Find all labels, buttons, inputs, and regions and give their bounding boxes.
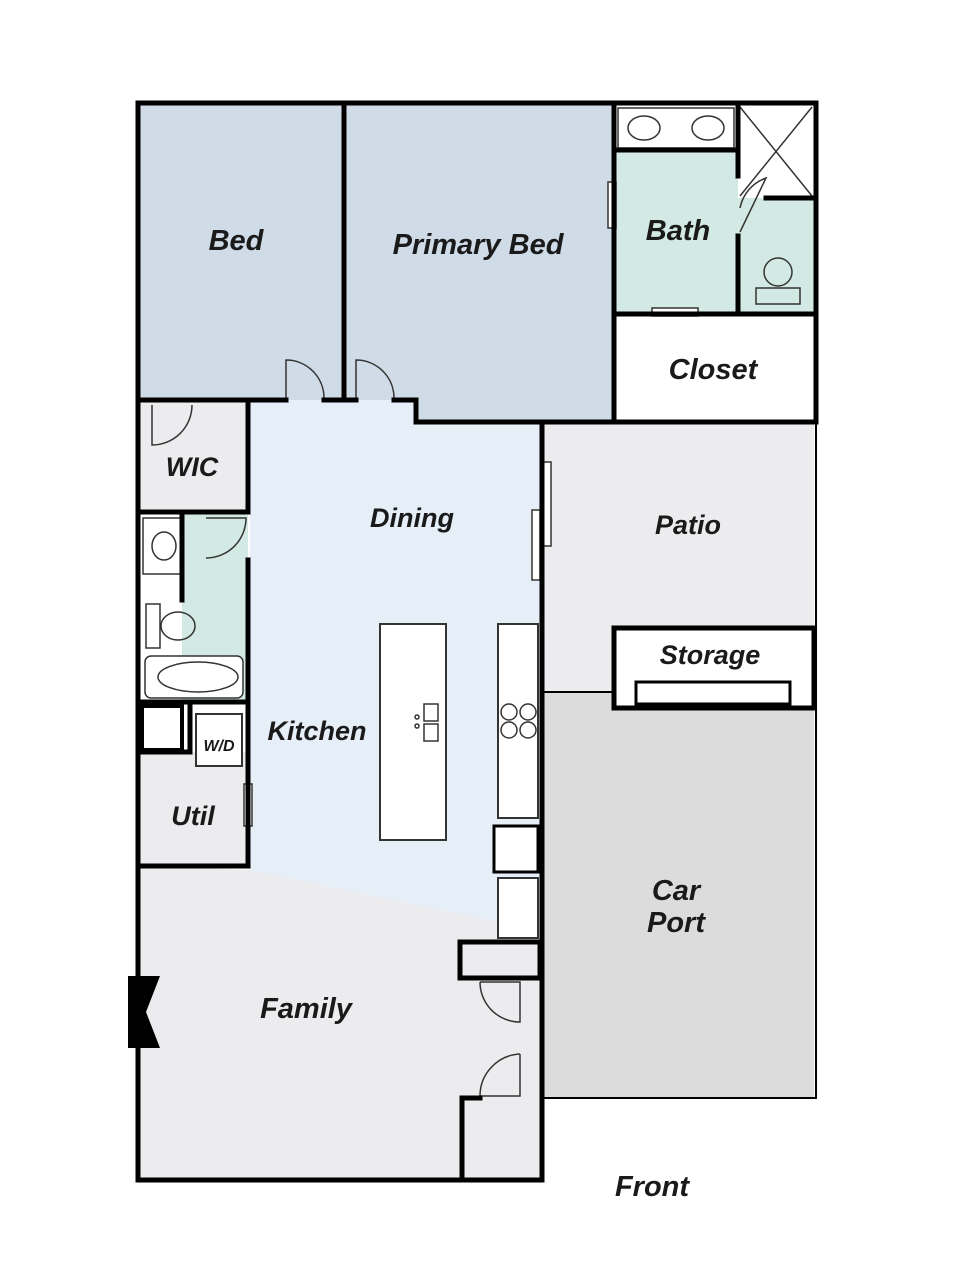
front-label: Front [615,1171,690,1203]
toilet-room-fill [738,198,814,312]
room-label-wic: WIC [166,452,219,482]
room-label-family: Family [260,993,354,1025]
island-sink-icon [423,703,439,722]
sink-icon [151,531,177,561]
shower-icon [739,106,813,197]
pantry [497,877,539,939]
room-label-closet: Closet [669,354,759,386]
room-label-util: Util [171,801,215,831]
room-label-storage: Storage [660,640,761,670]
room-label-bath: Bath [646,215,710,247]
bathtub-basin-icon [157,661,239,693]
door-swing-icon [285,359,325,399]
toilet-icon [763,257,793,287]
burner-icon [500,721,518,739]
burner-icon [519,721,537,739]
toilet-icon [160,611,196,641]
faucet-icon [414,723,420,729]
toilet-tank-icon [755,287,801,305]
family-room-fill [140,866,540,1180]
double-vanity [617,107,735,149]
room-labels: Bed Primary Bed Bath Closet WIC Dining P… [166,215,761,1203]
closet-room-fill [614,314,814,420]
room-label-kitchen: Kitchen [267,716,366,746]
fixtures [140,106,813,939]
island-sink-icon [423,723,439,742]
room-label-car-port-line2: Port [647,907,706,939]
hall-vanity [142,517,182,575]
room-label-primary-bed: Primary Bed [393,229,565,261]
door-swing-icon [205,517,247,559]
refrigerator [492,824,540,874]
door-swing-icon [151,404,193,446]
toilet-tank-icon [145,603,161,649]
room-label-dining: Dining [370,503,454,533]
washer-dryer-icon [195,713,243,767]
walls [135,100,819,1183]
room-label-patio: Patio [655,510,721,540]
car-port-fill [542,692,814,1098]
sliding-door [531,509,541,581]
bath-room-fill [614,150,738,312]
room-label-car-port-line1: Car [652,875,702,907]
interior-wall [391,397,545,425]
burner-icon [500,703,518,721]
faucet-icon [414,714,420,720]
primary-bed-room-fill [344,105,612,420]
kitchen-island [379,623,447,841]
entry-fill [462,1098,542,1180]
storage-wall [611,625,817,711]
util-room-fill [140,752,248,864]
fireplace-icon [128,976,160,1048]
exterior-wall [135,1095,545,1183]
sink-icon [691,115,725,141]
wic-room-fill [140,400,248,510]
linen-closet [140,704,184,752]
door-swing-icon [739,176,768,233]
car-port-edge [541,421,817,1099]
sink-icon [627,115,661,141]
bed-room-fill [140,105,344,400]
entry-closet-wall [457,939,543,981]
room-label-wd: W/D [203,738,235,755]
door-swing-icon [355,359,395,399]
room-label-bed: Bed [209,225,265,257]
kitchen-counter [497,623,539,819]
storage-shelf [634,680,792,706]
door-swing-icon [479,981,521,1023]
burner-icon [519,703,537,721]
